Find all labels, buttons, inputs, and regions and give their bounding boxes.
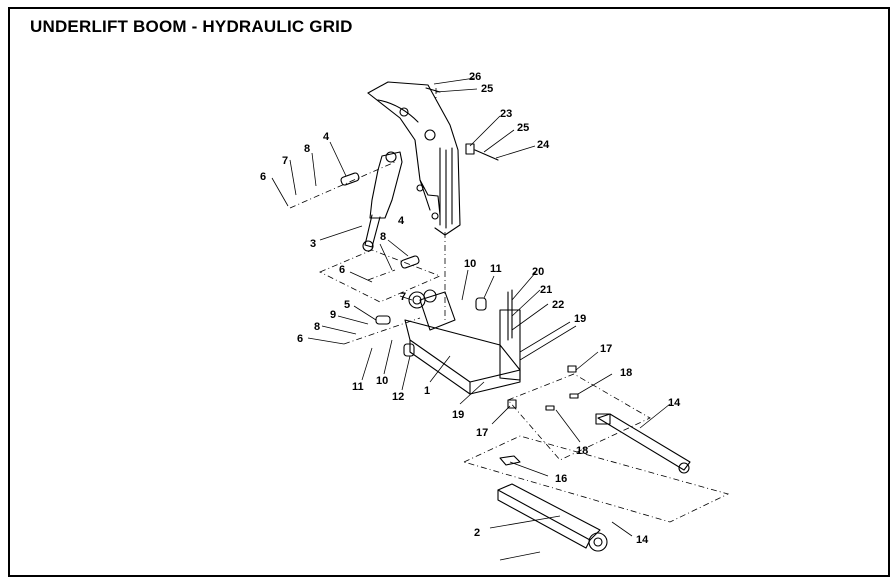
callout-19-lower: 19	[452, 409, 464, 421]
callout-6-upper: 6	[260, 171, 266, 183]
boom-assembly-1	[404, 289, 521, 395]
clip-17-a	[567, 365, 577, 373]
callout-24: 24	[537, 139, 550, 151]
callout-18-upper: 18	[620, 367, 632, 379]
callout-21: 21	[540, 284, 552, 296]
callout-8-mid: 8	[380, 231, 386, 243]
callout-7-lower: 8	[314, 321, 320, 333]
callout-14-right: 14	[636, 534, 649, 546]
callout-16: 16	[555, 473, 567, 485]
callout-10-upper: 10	[464, 258, 476, 270]
callout-6-mid: 6	[339, 264, 345, 276]
callout-4-upper: 4	[323, 131, 330, 143]
callout-7-mid: 7	[400, 291, 406, 303]
callout-12: 14	[668, 397, 681, 409]
callout-17-lower: 17	[476, 427, 488, 439]
callout-8-lower: 9	[330, 309, 336, 321]
callout-8-upper: 8	[304, 143, 310, 155]
callout-3: 3	[310, 238, 316, 250]
callout-1: 1	[424, 385, 430, 397]
hardware-23-26	[425, 87, 499, 161]
callout-22: 22	[552, 299, 564, 311]
key-18-a	[569, 393, 579, 399]
hydraulic-cylinder	[362, 151, 403, 252]
callout-20: 20	[532, 266, 544, 278]
callout-6-lower: 6	[297, 333, 303, 345]
callout-18-lower: 18	[576, 445, 588, 457]
upper-boom-frame	[367, 81, 461, 236]
callout-4-lower: 4	[398, 215, 405, 227]
callout-23: 23	[500, 108, 512, 120]
cylinder-rod-12	[595, 413, 691, 474]
callout-5: 5	[344, 299, 350, 311]
callout-7-upper: 7	[282, 155, 288, 167]
callout-17-upper: 17	[600, 343, 612, 355]
wear-pad-16	[499, 455, 521, 466]
diagram-title: UNDERLIFT BOOM - HYDRAULIC GRID	[30, 17, 353, 36]
bolt-stack-20-22	[507, 289, 513, 341]
callout-25-top: 25	[481, 83, 493, 95]
callout-26: 26	[469, 71, 481, 83]
callout-19-upper: 19	[574, 313, 586, 325]
key-18-b	[545, 405, 555, 411]
pad-11-lower	[403, 343, 415, 357]
pin-4-lower	[400, 255, 420, 269]
callout-2: 2	[474, 527, 480, 539]
slide-boom-2	[497, 483, 608, 552]
callout-9: 10	[376, 375, 388, 387]
callout-11-lower: 12	[392, 391, 404, 403]
clip-17-b	[507, 399, 517, 409]
bushing-5	[375, 315, 391, 325]
pin-4-upper	[340, 172, 360, 186]
pad-11-upper	[475, 297, 487, 311]
callout-25-mid: 25	[517, 122, 529, 134]
callout-11-upper: 11	[490, 263, 502, 275]
callout-10-lower: 11	[352, 381, 364, 393]
